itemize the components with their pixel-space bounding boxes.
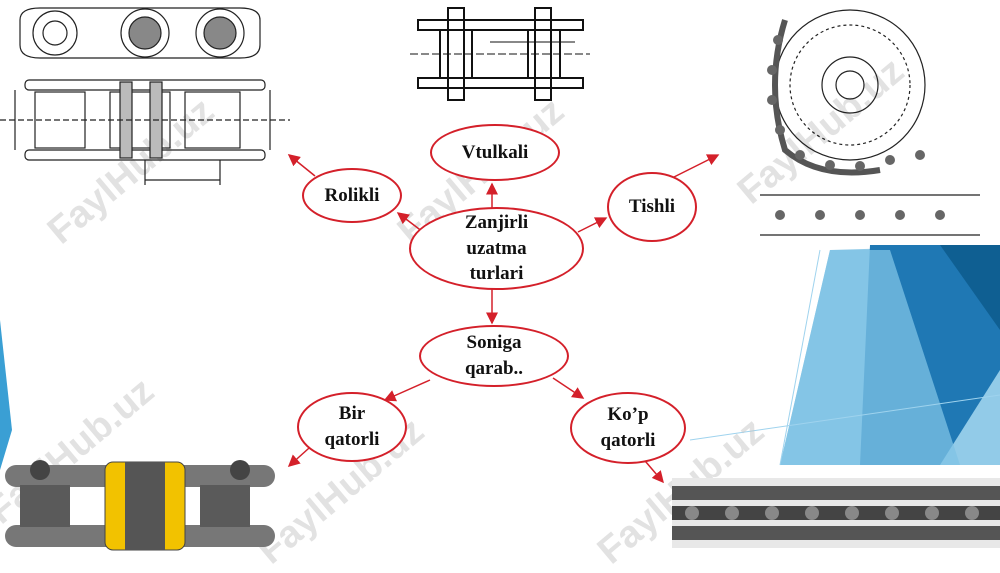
bir-qatorli-node: Bir qatorli (297, 392, 407, 462)
center-node: Zanjirli uzatma turlari (409, 207, 584, 290)
sprocket-drawing (760, 9, 980, 236)
soniga-node: Soniga qarab.. (419, 325, 569, 387)
tishli-node: Tishli (607, 172, 697, 242)
single-row-chain-image (5, 460, 275, 551)
kop-qatorli-node: Ko’p qatorli (570, 392, 686, 464)
vtulkali-node: Vtulkali (430, 124, 560, 181)
multi-row-chain-image (672, 478, 1000, 548)
bushing-chain-drawing (410, 7, 590, 101)
roller-chain-drawing (0, 7, 290, 185)
rolikli-node: Rolikli (302, 168, 402, 223)
